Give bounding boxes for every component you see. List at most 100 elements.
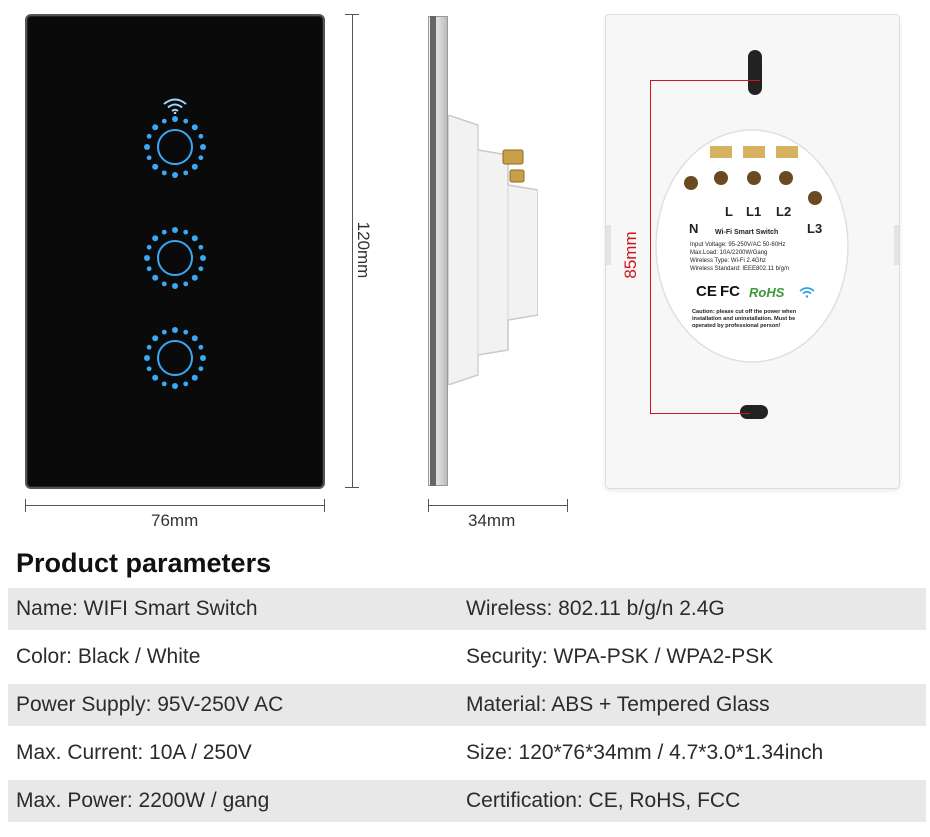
touch-button-1[interactable] — [139, 111, 211, 183]
wifi-certification-icon — [799, 287, 815, 298]
param-row: Max. Power: 2200W / gang Certification: … — [8, 780, 926, 822]
width-dimension-tick — [25, 499, 26, 512]
touch-indicator-dot — [144, 255, 150, 261]
touch-indicator-dot — [146, 266, 152, 272]
touch-indicator-dot — [198, 366, 204, 372]
width-dimension-tick — [324, 499, 325, 512]
touch-indicator-dot — [200, 144, 206, 150]
depth-dimension-line — [428, 505, 568, 506]
touch-indicator-dot — [161, 281, 167, 287]
fc-mark: FC — [720, 283, 740, 300]
height-dimension-line — [352, 14, 353, 488]
spec-line: Wireless Standard: IEEE802.11 b/g/n — [690, 266, 789, 272]
width-label: 76mm — [151, 511, 199, 530]
touch-indicator-dot — [152, 335, 159, 342]
touch-indicator-dot — [198, 266, 204, 272]
touch-indicator-dot — [183, 118, 189, 124]
height-label: 120mm — [354, 221, 373, 279]
mount-label: 85mm — [621, 231, 640, 279]
depth-dimension-tick — [428, 499, 429, 512]
touch-indicator-dot — [191, 235, 198, 242]
caution-text: Caution: please cut off the power when i… — [692, 309, 796, 330]
terminal-l-label: L — [725, 204, 733, 219]
param-left: Max. Current: 10A / 250V — [16, 741, 252, 764]
switch-side-edge — [430, 16, 436, 486]
touch-indicator-dot — [161, 229, 167, 235]
touch-indicator-dot — [152, 235, 159, 242]
touch-indicator-dot — [198, 133, 204, 139]
touch-indicator-dot — [172, 383, 178, 389]
touch-indicator-dot — [146, 155, 152, 161]
param-right: Wireless: 802.11 b/g/n 2.4G — [466, 597, 725, 620]
touch-indicator-dot — [152, 374, 159, 381]
param-right: Security: WPA-PSK / WPA2-PSK — [466, 645, 774, 668]
param-right: Certification: CE, RoHS, FCC — [466, 789, 741, 812]
spec-line: Input Voltage: 95-250V/AC 50-60Hz — [690, 242, 786, 248]
touch-indicator-dot — [200, 255, 206, 261]
terminal-n-label: N — [689, 221, 699, 236]
caution-line: installation and uninstallation. Must be — [692, 316, 796, 322]
module-spec-list: Input Voltage: 95-250V/AC 50-60Hz Max.Lo… — [690, 241, 789, 273]
bottom-mounting-slot — [740, 405, 768, 419]
touch-indicator-dot — [198, 244, 204, 250]
touch-indicator-dot — [161, 329, 167, 335]
touch-indicator-dot — [161, 118, 167, 124]
rohs-mark: RoHS — [749, 285, 785, 300]
touch-indicator-dot — [183, 170, 189, 176]
terminal-l2-label: L2 — [776, 204, 792, 219]
touch-indicator-dot — [144, 144, 150, 150]
depth-label: 34mm — [468, 511, 516, 530]
param-left: Power Supply: 95V-250V AC — [16, 693, 284, 716]
params-title: Product parameters — [16, 548, 272, 578]
touch-indicator-dot — [161, 381, 167, 387]
mount-dimension-tick — [650, 413, 750, 414]
touch-indicator-dot — [183, 381, 189, 387]
touch-indicator-dot — [152, 274, 159, 281]
touch-indicator-dot — [146, 366, 152, 372]
param-left: Name: WIFI Smart Switch — [16, 597, 258, 620]
touch-indicator-dot — [183, 329, 189, 335]
param-row: Power Supply: 95V-250V AC Material: ABS … — [8, 684, 926, 726]
touch-indicator-dot — [191, 163, 198, 170]
param-row: Max. Current: 10A / 250V Size: 120*76*34… — [8, 732, 926, 774]
touch-indicator-dot — [146, 244, 152, 250]
touch-indicator-dot — [200, 355, 206, 361]
top-mounting-slot — [748, 50, 762, 95]
touch-ring — [157, 340, 193, 376]
terminal-l3-label: L3 — [807, 221, 823, 236]
param-left: Max. Power: 2200W / gang — [16, 789, 270, 812]
switch-side-body — [448, 115, 538, 385]
touch-indicator-dot — [172, 227, 178, 233]
touch-indicator-dot — [183, 229, 189, 235]
width-dimension-line — [25, 505, 325, 506]
touch-indicator-dot — [172, 327, 178, 333]
caution-line: operated by professional person! — [692, 323, 781, 329]
touch-indicator-dot — [152, 124, 159, 131]
touch-ring — [157, 240, 193, 276]
touch-indicator-dot — [152, 163, 159, 170]
touch-indicator-dot — [183, 281, 189, 287]
ce-mark: CE — [696, 283, 717, 300]
touch-button-2[interactable] — [139, 222, 211, 294]
touch-button-3[interactable] — [139, 322, 211, 394]
mount-dimension-tick — [650, 80, 760, 81]
touch-indicator-dot — [191, 374, 198, 381]
caution-line: Caution: please cut off the power when — [692, 309, 797, 315]
spec-line: Wireless Type: Wi-Fi 2.4Ghz — [690, 258, 766, 264]
touch-indicator-dot — [198, 155, 204, 161]
terminal-l1-label: L1 — [746, 204, 762, 219]
touch-ring — [157, 129, 193, 165]
param-left: Color: Black / White — [16, 645, 201, 668]
mount-dimension-line — [650, 80, 651, 413]
switch-front-panel — [25, 14, 325, 489]
param-right: Size: 120*76*34mm / 4.7*3.0*1.34inch — [466, 741, 824, 764]
height-dimension-tick — [345, 487, 359, 488]
module-title: Wi-Fi Smart Switch — [715, 229, 779, 236]
param-row: Color: Black / White Security: WPA-PSK /… — [8, 636, 926, 678]
height-dimension-tick — [345, 14, 359, 15]
touch-indicator-dot — [146, 133, 152, 139]
param-right: Material: ABS + Tempered Glass — [466, 693, 770, 716]
touch-indicator-dot — [172, 172, 178, 178]
touch-indicator-dot — [191, 274, 198, 281]
touch-indicator-dot — [172, 116, 178, 122]
